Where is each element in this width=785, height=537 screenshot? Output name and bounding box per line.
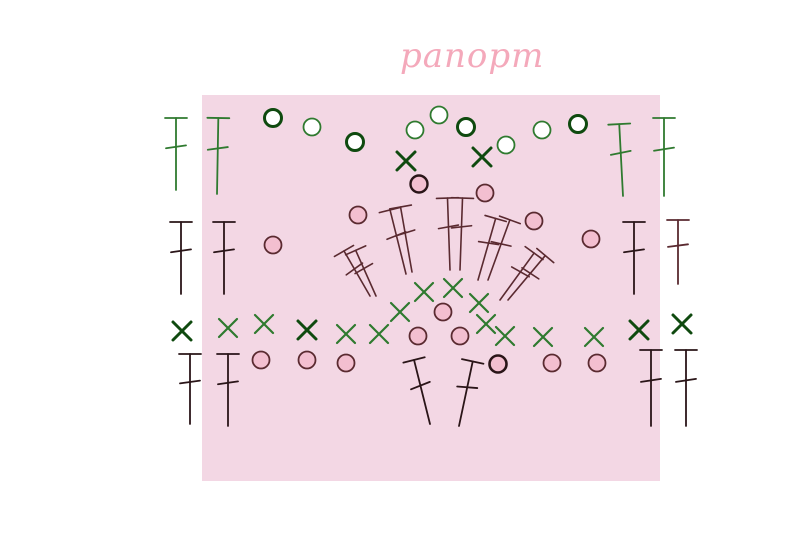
single-crochet-icon xyxy=(671,313,693,335)
chain-stitch-icon xyxy=(524,211,544,231)
single-crochet-icon xyxy=(532,326,554,348)
treble-crochet-icon xyxy=(333,244,371,297)
treble-crochet-icon xyxy=(216,353,240,427)
chain-stitch-icon xyxy=(475,183,495,203)
chain-stitch-icon xyxy=(568,114,588,134)
chain-stitch-icon xyxy=(433,302,453,322)
chain-stitch-icon xyxy=(345,132,365,152)
single-crochet-icon xyxy=(217,317,239,339)
single-crochet-icon xyxy=(413,281,435,303)
chain-stitch-icon xyxy=(263,108,283,128)
treble-crochet-icon xyxy=(450,196,475,271)
chain-stitch-icon xyxy=(263,235,283,255)
single-crochet-icon xyxy=(296,319,318,341)
treble-crochet-icon xyxy=(607,122,632,197)
treble-crochet-icon xyxy=(212,221,236,295)
chain-stitch-icon xyxy=(456,117,476,137)
treble-crochet-icon xyxy=(487,215,522,281)
single-crochet-icon xyxy=(368,323,390,345)
treble-crochet-icon xyxy=(666,219,690,285)
single-crochet-icon xyxy=(395,150,417,172)
treble-crochet-icon xyxy=(169,221,193,295)
stitches-layer xyxy=(164,105,698,427)
single-crochet-icon xyxy=(442,277,464,299)
single-crochet-icon xyxy=(171,320,193,342)
treble-crochet-icon xyxy=(344,245,377,297)
treble-crochet-icon xyxy=(178,353,202,425)
treble-crochet-icon xyxy=(507,247,555,301)
treble-crochet-icon xyxy=(477,214,508,281)
single-crochet-icon xyxy=(389,301,411,323)
treble-crochet-icon xyxy=(622,221,646,295)
treble-crochet-icon xyxy=(456,358,485,427)
single-crochet-icon xyxy=(583,326,605,348)
chain-stitch-icon xyxy=(450,326,470,346)
chain-stitch-icon xyxy=(532,120,552,140)
repeat-area xyxy=(202,95,660,481)
single-crochet-icon xyxy=(475,313,497,335)
treble-crochet-icon xyxy=(402,356,431,425)
single-crochet-icon xyxy=(471,146,493,168)
chain-stitch-icon xyxy=(429,105,449,125)
chain-stitch-icon xyxy=(587,353,607,373)
single-crochet-icon xyxy=(494,325,516,347)
treble-crochet-icon xyxy=(639,349,663,427)
diagram-title: рапорт xyxy=(400,36,545,76)
chain-stitch-icon xyxy=(581,229,601,249)
single-crochet-icon xyxy=(468,292,490,314)
treble-crochet-icon xyxy=(388,204,416,273)
treble-crochet-icon xyxy=(206,116,231,195)
chain-stitch-icon xyxy=(336,353,356,373)
chain-stitch-icon xyxy=(496,135,516,155)
chain-stitch-icon xyxy=(488,354,508,374)
treble-crochet-icon xyxy=(499,245,544,301)
chain-stitch-icon xyxy=(297,350,317,370)
chain-stitch-icon xyxy=(408,326,428,346)
chain-stitch-icon xyxy=(302,117,322,137)
chain-stitch-icon xyxy=(542,353,562,373)
chain-stitch-icon xyxy=(251,350,271,370)
single-crochet-icon xyxy=(253,313,275,335)
chain-stitch-icon xyxy=(348,205,368,225)
chain-stitch-icon xyxy=(405,120,425,140)
treble-crochet-icon xyxy=(164,117,188,191)
chain-stitch-icon xyxy=(409,174,429,194)
single-crochet-icon xyxy=(628,319,650,341)
treble-crochet-icon xyxy=(674,349,698,427)
single-crochet-icon xyxy=(335,323,357,345)
treble-crochet-icon xyxy=(652,117,676,197)
